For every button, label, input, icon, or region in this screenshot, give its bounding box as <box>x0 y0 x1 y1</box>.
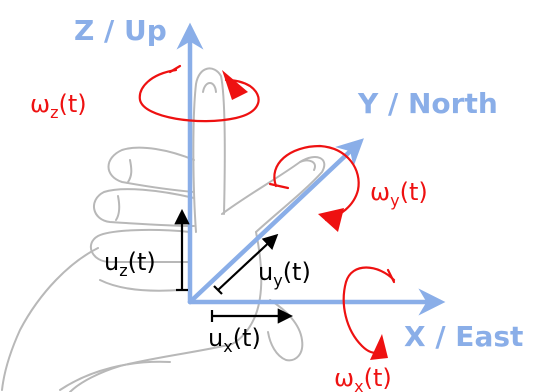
little-finger <box>89 228 191 264</box>
y-axis-label: Y / North <box>357 87 498 120</box>
x-axis-label: X / East <box>404 320 523 353</box>
rotation-arrowheads <box>222 70 388 360</box>
palm-outline <box>1 247 99 391</box>
omega-y-arrowhead <box>318 208 344 232</box>
omega-z-tick <box>168 64 182 74</box>
thumb-nail <box>299 159 316 171</box>
omega-x-label: ωx(t) <box>334 364 392 392</box>
omega-y-label: ωy(t) <box>370 178 428 210</box>
y-axis <box>187 138 364 305</box>
omega-x-arrowhead <box>370 334 388 360</box>
omega-y-tick <box>268 182 290 190</box>
ring-finger <box>93 188 195 227</box>
rotation-loops <box>138 64 396 354</box>
index-nail <box>202 82 217 93</box>
thumb <box>221 156 326 233</box>
omega-y-loop <box>273 144 360 222</box>
translation-arrows <box>174 208 294 324</box>
index-finger <box>192 67 226 233</box>
wrist-right <box>267 299 304 362</box>
ux-label: ux(t) <box>208 324 261 356</box>
uy-tail <box>213 285 223 295</box>
omega-x-loop <box>342 266 396 354</box>
palm-lower <box>231 231 263 345</box>
omega-z-label: ωz(t) <box>30 90 87 122</box>
axes <box>176 22 446 316</box>
omega-x-tick <box>386 268 396 284</box>
omega-z-loop <box>138 68 260 123</box>
uy-label: uy(t) <box>258 258 311 290</box>
uy-arrow <box>217 233 279 291</box>
uz-label: uz(t) <box>104 248 156 280</box>
z-axis-label: Z / Up <box>74 14 167 47</box>
middle-finger <box>107 146 195 193</box>
omega-z-arrowhead <box>222 70 248 100</box>
